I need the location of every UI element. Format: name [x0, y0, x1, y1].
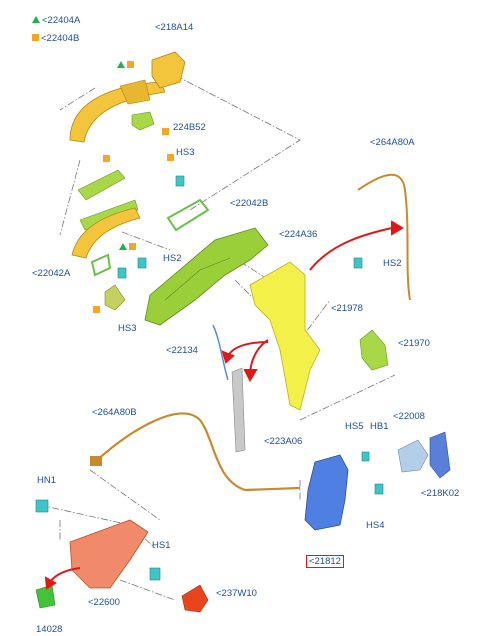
- reinforcement-bracket-part: [249, 261, 321, 411]
- label-224b52: 224B52: [173, 122, 206, 133]
- legend-triangle-label: <22404A: [42, 15, 81, 26]
- label-264a80a: <264A80A: [370, 137, 415, 148]
- hs3-marker: [167, 148, 176, 166]
- label-hs2-left: HS2: [163, 253, 182, 264]
- square-icon: [127, 61, 134, 68]
- second-handle-markers: [119, 237, 138, 255]
- handle-cap-part: [151, 51, 186, 89]
- part-14028: [35, 584, 56, 609]
- label-21812-highlighted: <21812: [306, 555, 344, 568]
- handle-markers: [117, 55, 136, 73]
- legend-square-row: <22404B: [32, 33, 79, 44]
- hook-marker: [93, 300, 102, 318]
- label-hs4: HS4: [366, 520, 385, 531]
- screw-hs5: [361, 451, 370, 462]
- square-icon: [162, 128, 169, 135]
- label-22134: <22134: [166, 345, 198, 356]
- screw-hs2-left: [137, 257, 147, 269]
- cable-264a80a-part: [357, 173, 411, 301]
- screw-hs3-top: [175, 175, 185, 187]
- red-arrows: [44, 220, 404, 590]
- label-22008: <22008: [393, 411, 425, 422]
- label-22042a: <22042A: [32, 268, 71, 279]
- assembly-guide-lines: [39, 69, 396, 601]
- label-218a14: <218A14: [155, 22, 194, 33]
- seal-223a06-part: [231, 367, 246, 453]
- label-hs5: HS5: [345, 421, 364, 432]
- square-icon: [129, 243, 136, 250]
- cable-264a80b-part: [90, 412, 301, 492]
- screw-hs1: [149, 567, 161, 581]
- strip-marker: [103, 149, 112, 167]
- triangle-icon: [117, 61, 125, 68]
- screw-hs4: [374, 483, 384, 495]
- part-21970: [359, 329, 389, 371]
- cap-237w10-part: [181, 584, 209, 613]
- label-21970: <21970: [398, 338, 430, 349]
- square-icon: [103, 155, 110, 162]
- label-218k02: <218K02: [421, 488, 460, 499]
- label-21978: <21978: [331, 303, 363, 314]
- label-hb1: HB1: [370, 421, 389, 432]
- legend-triangle-row: <22404A: [32, 15, 80, 26]
- secondary-handle-part: [71, 207, 141, 259]
- label-hs1: HS1: [152, 540, 171, 551]
- screw-hs2-right: [353, 257, 363, 269]
- door-latch-part: [304, 454, 349, 531]
- label-237w10: <237W10: [216, 588, 257, 599]
- outside-handle-part: [69, 79, 166, 143]
- triangle-icon: [119, 243, 127, 250]
- clip-224b52-part: [131, 111, 155, 131]
- square-icon: [32, 34, 39, 41]
- legend-square-label: <22404B: [41, 33, 80, 44]
- label-hn1: HN1: [37, 475, 57, 486]
- clip-marker: [162, 122, 171, 140]
- triangle-icon: [32, 16, 40, 23]
- label-hs3-low: HS3: [118, 323, 137, 334]
- screw-hn1: [35, 499, 49, 513]
- label-22042b: <22042B: [230, 198, 269, 209]
- square-icon: [93, 306, 100, 313]
- label-223a06: <223A06: [264, 436, 303, 447]
- label-264a80b: <264A80B: [92, 407, 137, 418]
- label-hs2-right: HS2: [383, 258, 402, 269]
- part-22008: [397, 439, 429, 473]
- label-22600: <22600: [88, 597, 120, 608]
- screw-hs3-low: [117, 267, 127, 279]
- hook-part: [104, 284, 126, 311]
- rod-22134-part: [212, 324, 229, 381]
- handle-bracket-part: [144, 227, 269, 326]
- label-14028: 14028: [36, 624, 63, 635]
- square-icon: [167, 154, 174, 161]
- gasket-strip-part: [77, 169, 139, 231]
- label-224a36: <224A36: [279, 229, 318, 240]
- small-gasket-part: [90, 253, 112, 277]
- label-hs3-top: HS3: [176, 147, 195, 158]
- inner-handle-part: [69, 519, 149, 589]
- gasket-22042b-part: [166, 198, 210, 232]
- part-218k02: [429, 431, 451, 479]
